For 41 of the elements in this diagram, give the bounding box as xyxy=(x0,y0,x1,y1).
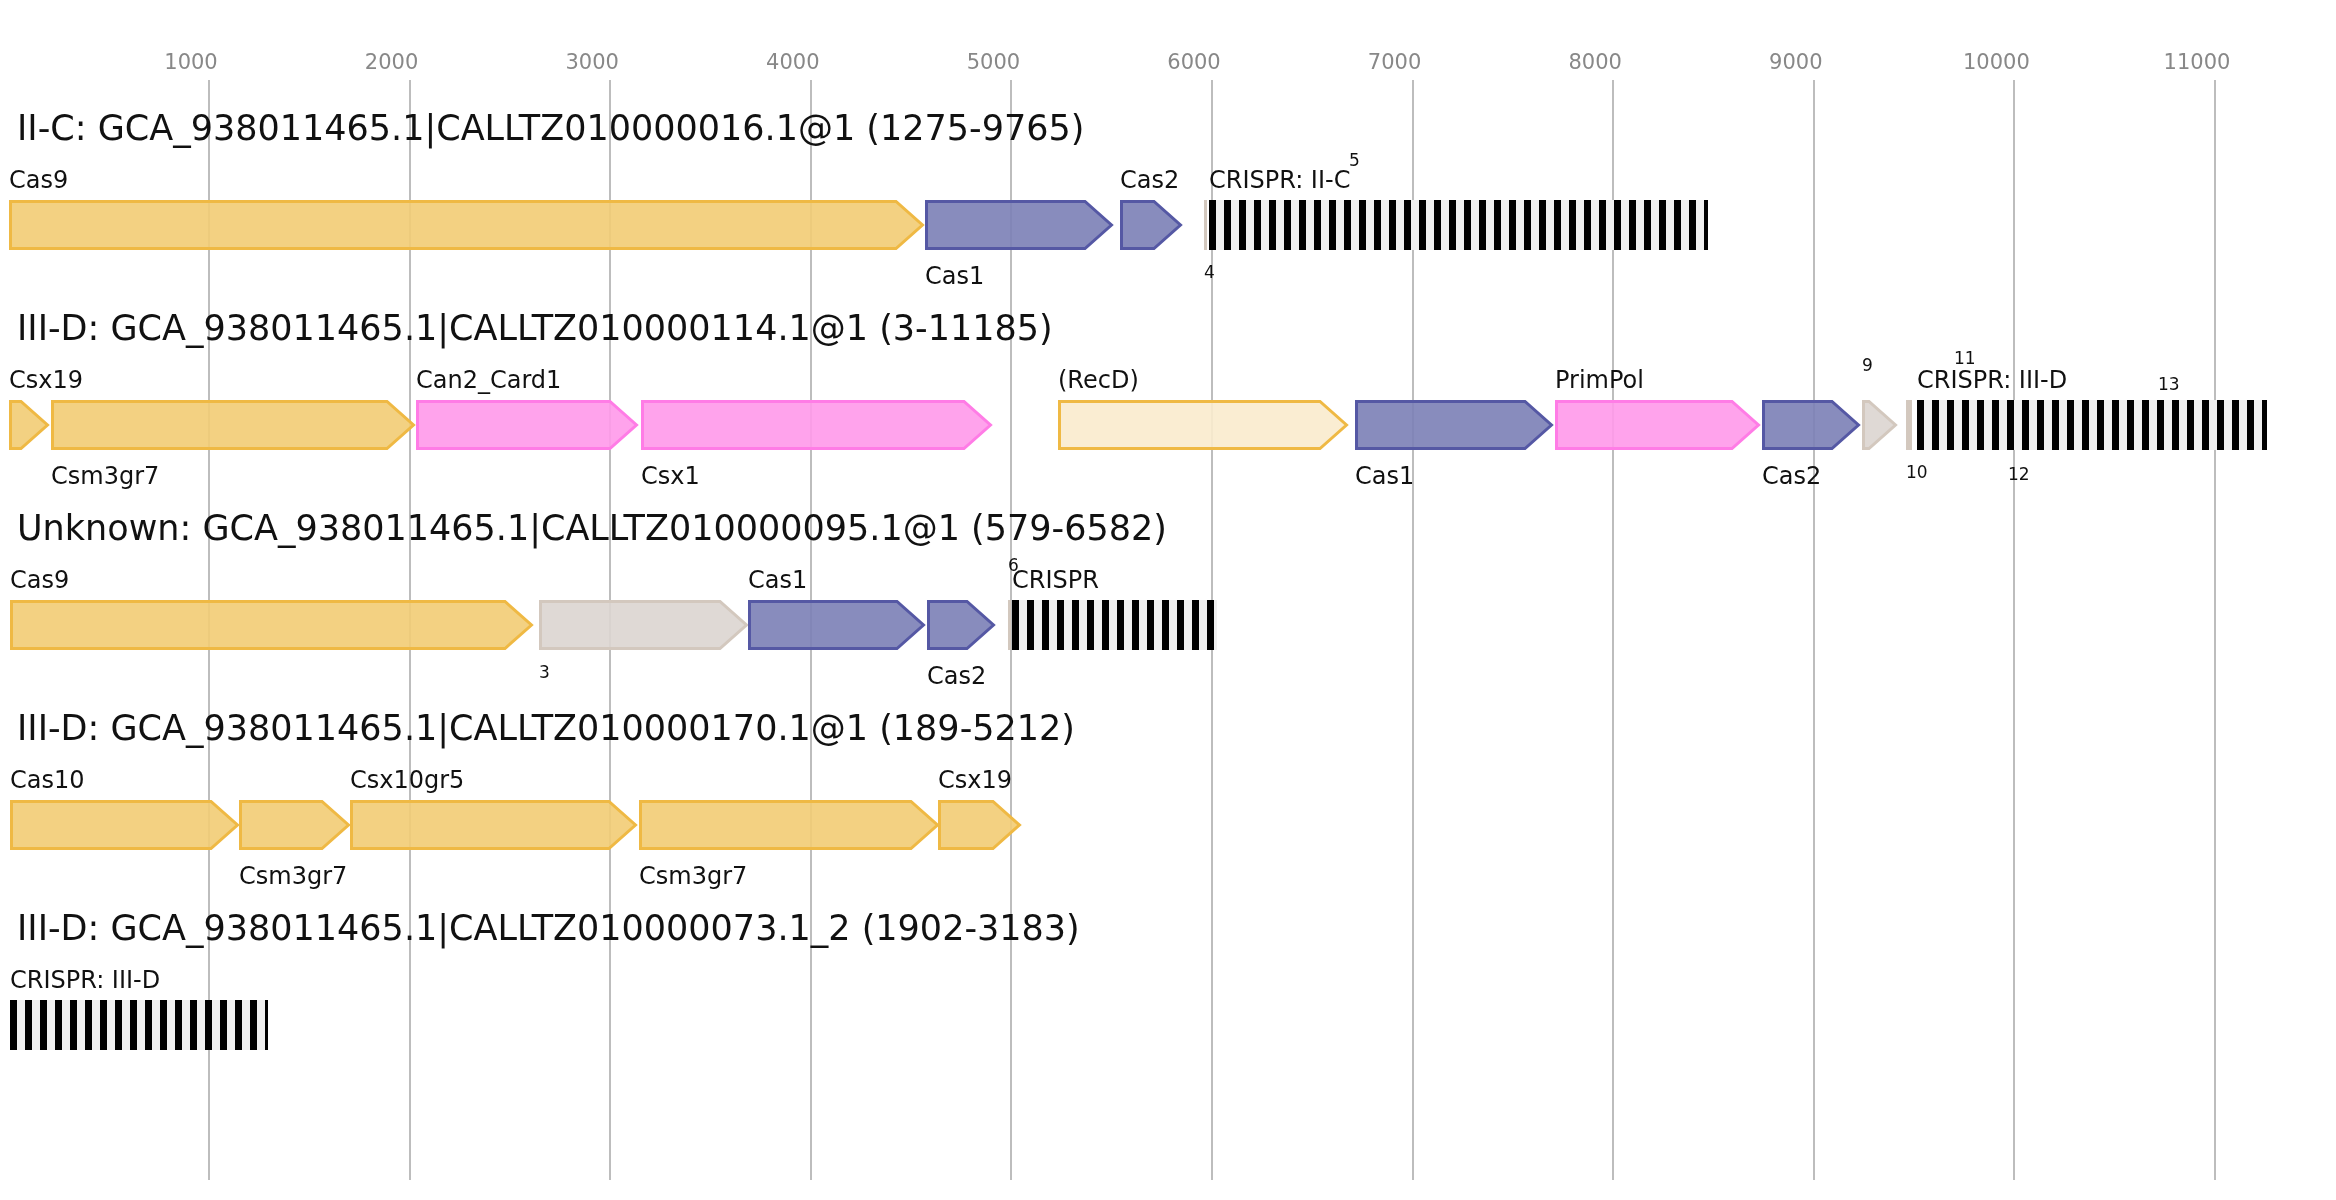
gene-label: PrimPol xyxy=(1555,368,1644,392)
gene-label: Csx10gr5 xyxy=(350,768,465,792)
index-number: 4 xyxy=(1204,264,1215,281)
gene-label: Cas1 xyxy=(1355,464,1415,488)
axis-tick-label: 9000 xyxy=(1769,51,1823,73)
axis-tick-label: 3000 xyxy=(565,51,619,73)
axis-tick-label: 11000 xyxy=(2163,51,2231,73)
gene-label: Can2_Card1 xyxy=(416,368,562,392)
gene-label: Cas2 xyxy=(927,664,987,688)
index-number: 3 xyxy=(539,664,550,681)
axis-tick-label: 7000 xyxy=(1367,51,1422,73)
gene-label: Cas2 xyxy=(1120,168,1180,192)
gene-label: Csx1 xyxy=(641,464,700,488)
gene-label: Csm3gr7 xyxy=(51,464,160,488)
index-number: 12 xyxy=(2008,465,2030,483)
axis-tick-label: 5000 xyxy=(966,51,1021,73)
gene-label: Csx19 xyxy=(938,768,1012,792)
gene-label: (RecD) xyxy=(1058,368,1139,392)
axis-tick-label: 8000 xyxy=(1568,51,1622,73)
gene-label: Csx19 xyxy=(9,368,83,392)
axis-tick-label: 1000 xyxy=(164,51,218,73)
gene-label: Csm3gr7 xyxy=(239,864,348,888)
gene-label: Cas2 xyxy=(1762,464,1822,488)
axis-tick-label: 6000 xyxy=(1167,51,1221,73)
gene-label: Cas9 xyxy=(9,168,69,192)
gene-label: Cas1 xyxy=(748,568,808,592)
index-number: 13 xyxy=(2158,375,2180,393)
index-number: 10 xyxy=(1906,464,1928,481)
axis-tick-label: 2000 xyxy=(364,51,419,73)
index-number: 9 xyxy=(1862,357,1873,374)
gene-label: CRISPR: III-D xyxy=(1917,368,2068,392)
index-number: 5 xyxy=(1349,151,1360,169)
gene-label: Cas10 xyxy=(10,768,85,792)
gene-label: CRISPR: II-C xyxy=(1209,168,1351,192)
gene-label: Cas9 xyxy=(10,568,70,592)
gene-label: CRISPR: III-D xyxy=(10,968,161,992)
gene-label: Cas1 xyxy=(925,264,985,288)
gene-label: Csm3gr7 xyxy=(639,864,748,888)
axis-tick-label: 10000 xyxy=(1963,51,2030,73)
axis-tick-label: 4000 xyxy=(766,51,820,73)
index-number: 11 xyxy=(1954,349,1976,367)
